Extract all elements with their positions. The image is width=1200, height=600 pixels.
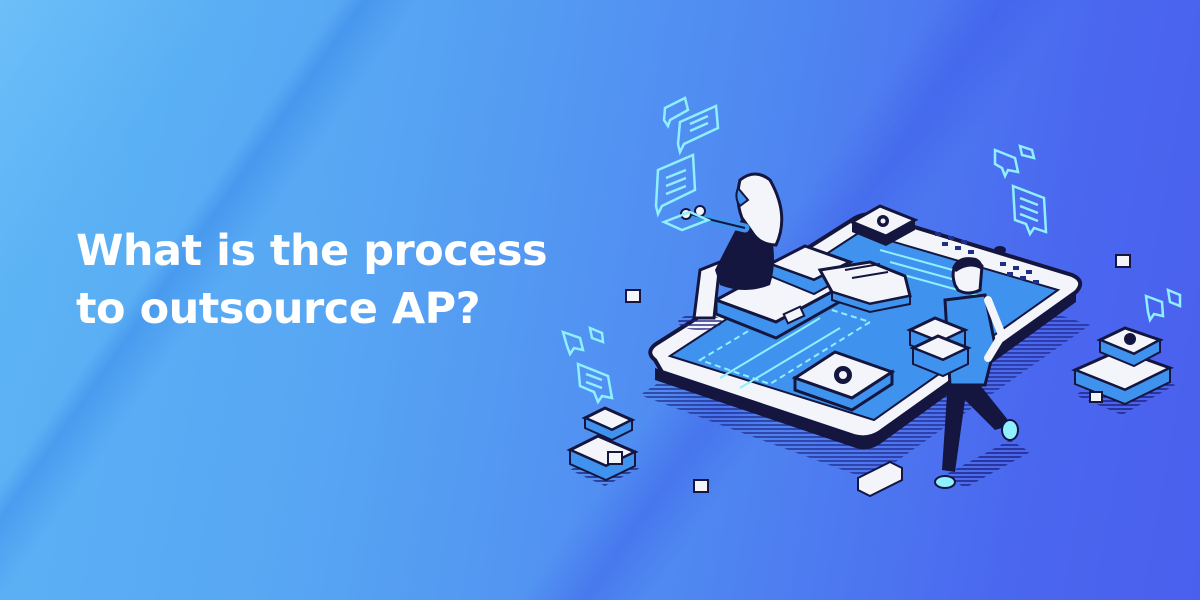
chat-bubble-icons <box>561 325 614 405</box>
headline: What is the process to outsource AP? <box>76 222 548 338</box>
chat-bubble-icons <box>654 96 720 232</box>
small-cube-icons <box>625 254 1131 498</box>
isometric-illustration <box>561 96 1182 498</box>
headline-line-2: to outsource AP? <box>76 284 481 334</box>
gear-box-stack-icon <box>1071 326 1175 415</box>
chat-bubble-icons <box>1144 287 1182 324</box>
gear-box-icon <box>848 204 919 246</box>
walking-man-figure <box>906 257 1030 489</box>
headline-line-1: What is the process <box>76 226 548 276</box>
gear-box-icon <box>791 350 896 412</box>
box-icons <box>566 406 640 486</box>
pointing-hand-icon <box>817 260 912 314</box>
chat-bubble-icons <box>993 144 1048 237</box>
seated-woman-figure <box>678 172 784 330</box>
